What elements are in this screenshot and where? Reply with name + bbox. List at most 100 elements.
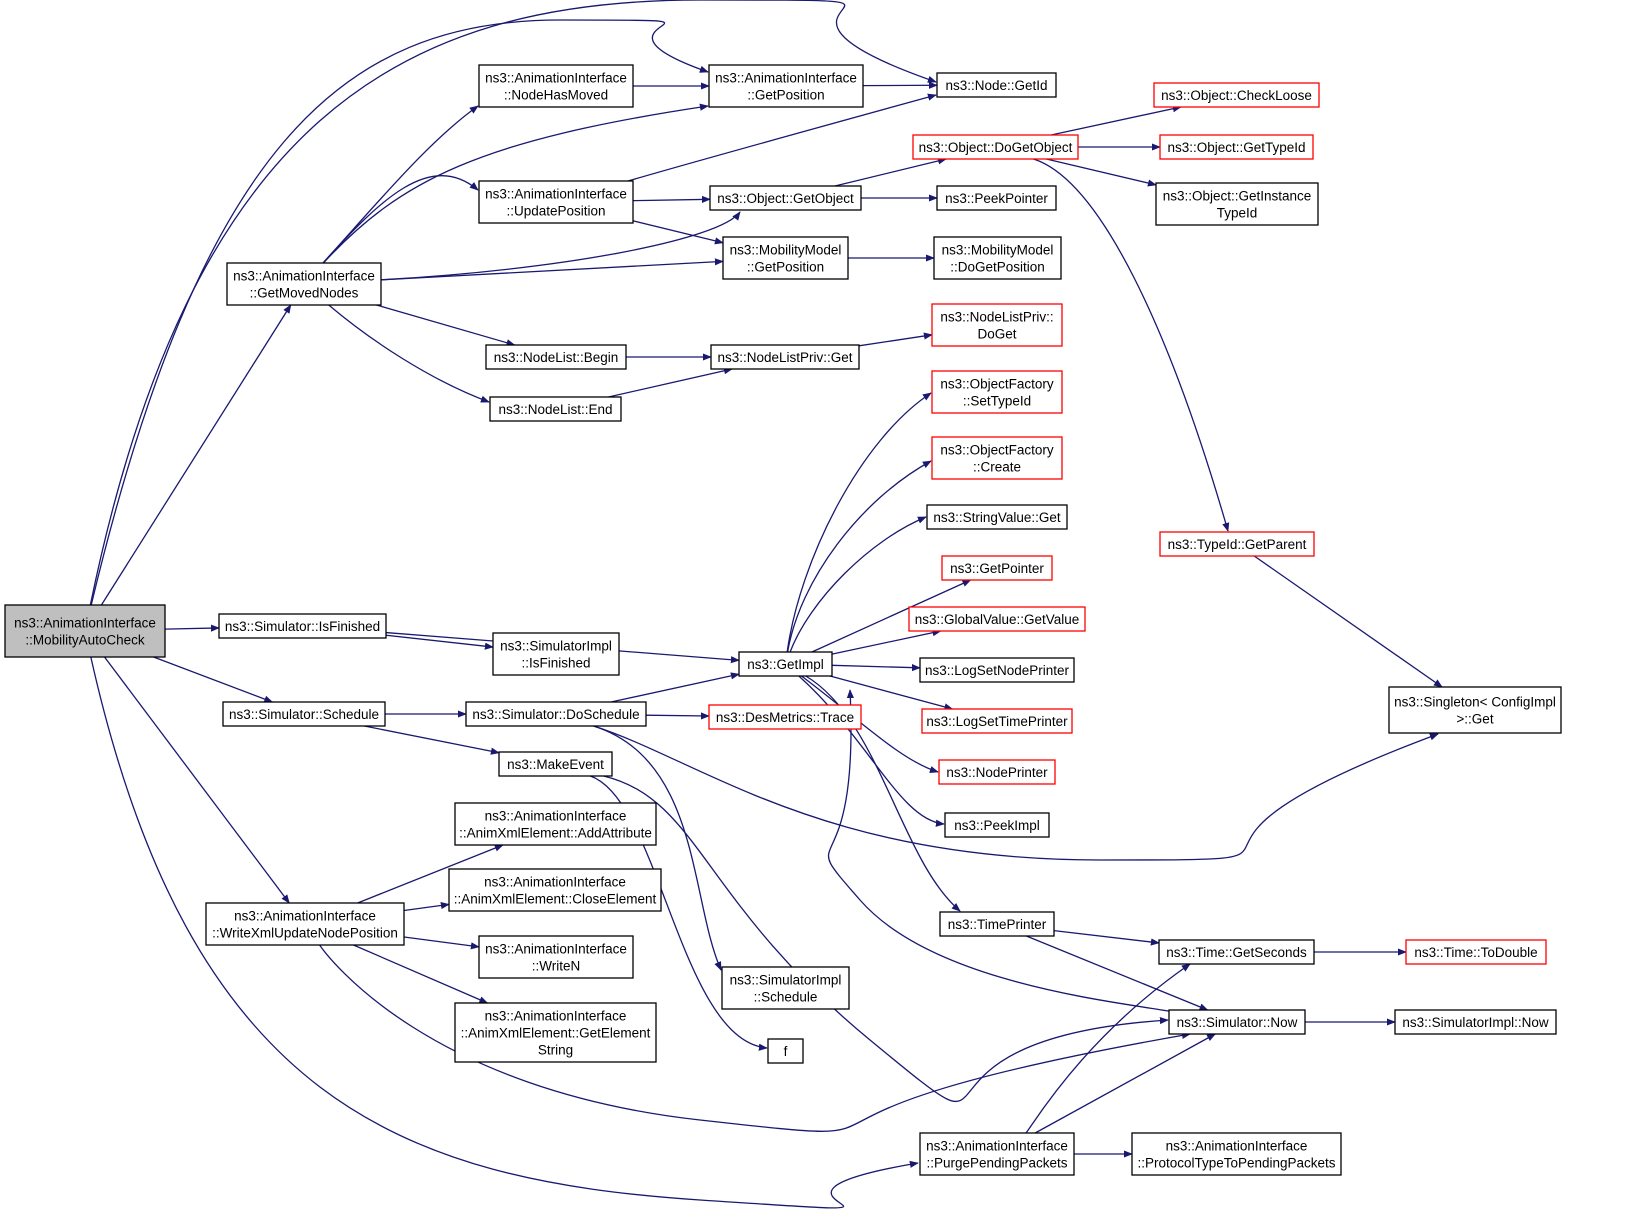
edge-objgetobj-to-dogetobj [834, 157, 947, 187]
node-schedule[interactable]: ns3::Simulator::Schedule [222, 701, 386, 727]
node-label: TypeId [1217, 205, 1258, 220]
edge-path [590, 775, 768, 1051]
node-logsettime[interactable]: ns3::LogSetTimePrinter [921, 708, 1073, 734]
edge-getimpl-to-logsetnode [831, 663, 921, 672]
node-ofsettype[interactable]: ns3::ObjectFactory::SetTypeId [931, 370, 1063, 414]
node-box [1155, 182, 1319, 226]
node-label: ns3::AnimationInterface [485, 187, 627, 202]
node-label: ns3::Object::DoGetObject [919, 140, 1073, 155]
node-simimplfin[interactable]: ns3::SimulatorImpl::IsFinished [492, 632, 620, 676]
node-label: >::Get [1456, 711, 1493, 726]
nodes-layer: ns3::AnimationInterface::MobilityAutoChe… [4, 64, 1562, 1176]
edge-getimpl-to-getpointer [811, 579, 972, 653]
node-dogetobj[interactable]: ns3::Object::DoGetObject [912, 134, 1079, 160]
node-label: ns3::NodeList::End [498, 402, 612, 417]
node-makeevent[interactable]: ns3::MakeEvent [498, 751, 613, 777]
node-mmgetpos[interactable]: ns3::MobilityModel::GetPosition [722, 236, 849, 280]
node-addattr[interactable]: ns3::AnimationInterface::AnimXmlElement:… [454, 802, 657, 846]
node-box [218, 613, 387, 639]
node-doschedule[interactable]: ns3::Simulator::DoSchedule [465, 701, 647, 727]
node-box [1394, 1009, 1557, 1035]
node-f[interactable]: f [767, 1038, 804, 1064]
node-simimplsched[interactable]: ns3::SimulatorImpl::Schedule [721, 966, 850, 1010]
node-label: ::Schedule [754, 989, 818, 1004]
edge-path [632, 220, 724, 245]
node-peekptr[interactable]: ns3::PeekPointer [936, 185, 1057, 211]
node-box [941, 555, 1053, 581]
node-box [1405, 939, 1547, 965]
edge-path [858, 332, 933, 347]
node-getpointer[interactable]: ns3::GetPointer [941, 555, 1053, 581]
node-globalval[interactable]: ns3::GlobalValue::GetValue [908, 606, 1086, 632]
node-logsetnode[interactable]: ns3::LogSetNodePrinter [919, 657, 1075, 683]
edge-typeidparent-to-singleton [1253, 555, 1443, 688]
node-nlend[interactable]: ns3::NodeList::End [489, 396, 622, 422]
node-checkloose[interactable]: ns3::Object::CheckLoose [1153, 82, 1320, 108]
node-label: ::IsFinished [521, 655, 590, 670]
node-box [1131, 1132, 1342, 1176]
node-label: ::Create [973, 459, 1021, 474]
node-purge[interactable]: ns3::AnimationInterface::PurgePendingPac… [919, 1132, 1075, 1176]
node-box [721, 966, 850, 1010]
node-nlbegin[interactable]: ns3::NodeList::Begin [485, 344, 627, 370]
node-updatepos[interactable]: ns3::AnimationInterface::UpdatePosition [478, 180, 634, 224]
node-peekimpl[interactable]: ns3::PeekImpl [944, 812, 1050, 838]
edge-path [90, 19, 709, 606]
node-writen[interactable]: ns3::AnimationInterface::WriteN [478, 935, 634, 979]
node-strvalget[interactable]: ns3::StringValue::Get [926, 504, 1068, 530]
node-timetodouble[interactable]: ns3::Time::ToDouble [1405, 939, 1547, 965]
node-box [936, 185, 1057, 211]
edge-path [104, 656, 290, 904]
node-isfinished[interactable]: ns3::Simulator::IsFinished [218, 613, 387, 639]
node-getimpl[interactable]: ns3::GetImpl [738, 651, 833, 677]
node-nodehasmoved[interactable]: ns3::AnimationInterface::NodeHasMoved [478, 64, 634, 108]
edge-path [1253, 555, 1443, 688]
edge-path [100, 304, 292, 606]
node-simimplnow[interactable]: ns3::SimulatorImpl::Now [1394, 1009, 1557, 1035]
node-box [722, 236, 849, 280]
node-box [738, 651, 833, 677]
edge-path [328, 304, 490, 403]
edge-getimpl-to-strvalget [789, 516, 927, 653]
node-simnow[interactable]: ns3::Simulator::Now [1168, 1009, 1306, 1035]
node-typeidparent[interactable]: ns3::TypeId::GetParent [1159, 531, 1315, 557]
node-mmdogetpos[interactable]: ns3::MobilityModel::DoGetPosition [933, 236, 1062, 280]
node-writexml[interactable]: ns3::AnimationInterface::WriteXmlUpdateN… [205, 902, 405, 946]
node-nodeprinter[interactable]: ns3::NodePrinter [938, 759, 1056, 785]
edge-getimpl-to-logsettime [829, 675, 954, 711]
edge-path [593, 725, 1439, 861]
node-closeel[interactable]: ns3::AnimationInterface::AnimXmlElement:… [448, 868, 662, 912]
node-root[interactable]: ns3::AnimationInterface::MobilityAutoChe… [4, 604, 166, 658]
node-nlpdoget[interactable]: ns3::NodeListPriv::DoGet [931, 303, 1063, 347]
node-protopend[interactable]: ns3::AnimationInterface::ProtocolTypeToP… [1131, 1132, 1342, 1176]
node-objgetobj[interactable]: ns3::Object::GetObject [709, 185, 862, 211]
node-label: ns3::Node::GetId [945, 78, 1047, 93]
node-box [1168, 1009, 1306, 1035]
node-timeprinter[interactable]: ns3::TimePrinter [939, 911, 1055, 937]
node-nlpget[interactable]: ns3::NodeListPriv::Get [710, 344, 860, 370]
node-ofcreate[interactable]: ns3::ObjectFactory::Create [931, 436, 1063, 480]
node-box [931, 370, 1063, 414]
node-getelstr[interactable]: ns3::AnimationInterface::AnimXmlElement:… [454, 1002, 657, 1063]
node-getmoved[interactable]: ns3::AnimationInterface::GetMovedNodes [226, 262, 382, 306]
edge-path [1033, 158, 1230, 532]
edge-path [829, 675, 954, 711]
node-label: ns3::Simulator::IsFinished [225, 619, 380, 634]
node-timegetsec[interactable]: ns3::Time::GetSeconds [1158, 939, 1315, 965]
node-objgettypeid[interactable]: ns3::Object::GetTypeId [1159, 134, 1314, 160]
edge-simnow-to-getimpl [827, 689, 1170, 1012]
edge-updatepos-to-mmgetpos [632, 220, 724, 245]
node-box [912, 134, 1079, 160]
edge-path [380, 211, 741, 281]
node-destrace[interactable]: ns3::DesMetrics::Trace [708, 704, 862, 730]
edge-getmoved-to-mmgetpos [380, 258, 724, 281]
node-box [465, 701, 647, 727]
edge-updatepos-to-objgetobj [632, 195, 711, 204]
node-aigetpos[interactable]: ns3::AnimationInterface::GetPosition [708, 64, 864, 108]
edge-root-to-isfinished [164, 624, 220, 632]
node-label: ns3::GetImpl [747, 657, 824, 672]
node-nodegetid[interactable]: ns3::Node::GetId [936, 72, 1057, 98]
node-singleton[interactable]: ns3::Singleton< ConfigImpl>::Get [1388, 686, 1562, 734]
